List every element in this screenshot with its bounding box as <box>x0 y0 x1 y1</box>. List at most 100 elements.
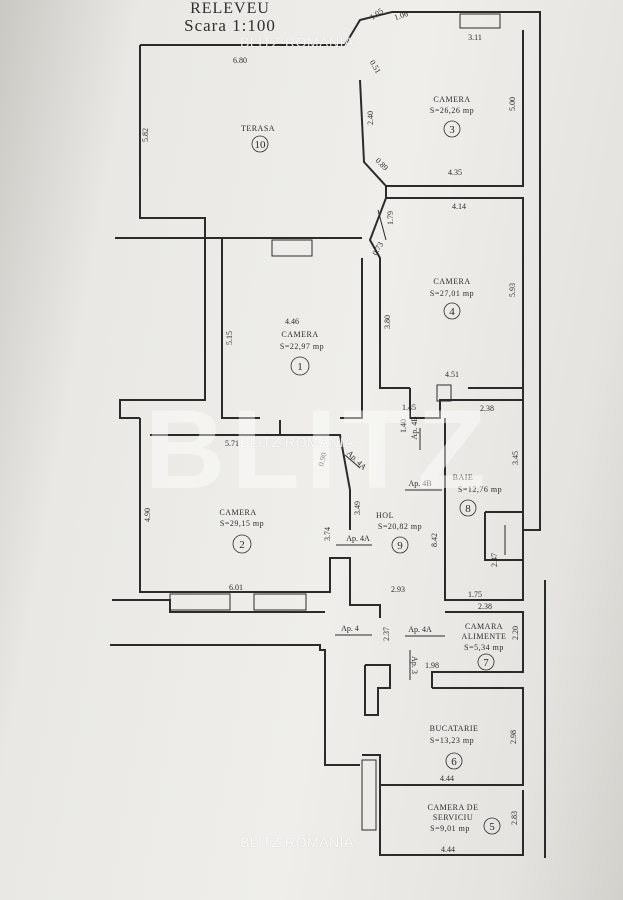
entrance-label-b: Ap. 4B <box>410 416 419 439</box>
room-number-circle-3 <box>443 120 461 138</box>
room-area-1: S=22,97 mp <box>280 342 324 351</box>
room-name-4: CAMERA <box>433 277 470 286</box>
room-number-8: 8 <box>465 503 471 515</box>
plan-scale: Scara 1:100 <box>184 16 276 35</box>
east-outer-wall <box>460 11 541 531</box>
serviciu-walls <box>379 785 524 856</box>
room-number-7: 7 <box>483 657 489 669</box>
dim-angled-4: 2.40 <box>366 111 375 125</box>
room4-east-wall <box>468 197 524 400</box>
arrow-a <box>344 454 361 469</box>
window-room3 <box>459 13 501 29</box>
dim-r4-side: 5.93 <box>508 283 517 297</box>
room-name-7-line2: ALIMENTE <box>462 632 507 641</box>
baie-north-wall <box>409 388 524 512</box>
room-name-10: TERASA <box>241 124 275 133</box>
dim-220: 2.20 <box>511 626 520 640</box>
room-area-5: S=9,01 mp <box>430 824 470 833</box>
dim-angled-1: 1.06 <box>393 9 409 22</box>
window-room2-a <box>169 593 231 611</box>
dim-198: 1.98 <box>425 661 439 670</box>
watermark-bottom: BLITZ ROMANIA <box>240 834 354 850</box>
bay-window-wall <box>344 11 460 46</box>
dim-r1-side: 5.15 <box>225 331 234 345</box>
watermark-middle: BLITZ ROMANIA <box>240 434 354 450</box>
room-number-circle-6 <box>445 752 463 770</box>
room-area-9: S=20,82 mp <box>378 522 422 531</box>
entrance-label-c: Ap. 4B <box>408 479 431 488</box>
dim-angled-3: 0.51 <box>368 58 383 75</box>
west-wing-wall <box>115 237 206 419</box>
baie-shaft <box>484 511 524 561</box>
room-number-1: 1 <box>297 361 303 373</box>
room-name-5-line1: CAMERA DE <box>428 803 479 812</box>
baie-west-wall <box>444 418 524 601</box>
dim-angled-6: 1.79 <box>386 211 395 225</box>
room-name-2: CAMERA <box>219 508 256 517</box>
entrance-arrows <box>335 428 445 680</box>
serviciu-entry-wall <box>362 754 381 805</box>
room-number-4: 4 <box>449 306 455 318</box>
dim-247: 2.47 <box>490 553 499 567</box>
room-name-1: CAMERA <box>281 330 318 339</box>
dim-terrace-top: 6.80 <box>233 56 247 65</box>
room-number-10: 10 <box>255 139 267 151</box>
room-number-6: 6 <box>451 756 457 768</box>
dim-angled-5: 0.89 <box>374 156 390 172</box>
dim-237: 2.37 <box>382 627 391 641</box>
room-area-6: S=13,23 mp <box>430 736 474 745</box>
room-area-4: S=27,01 mp <box>430 289 474 298</box>
dim-345: 3.45 <box>511 451 520 465</box>
room-number-3: 3 <box>449 124 455 136</box>
dim-293: 2.93 <box>391 585 405 594</box>
watermark-top: BLITZ ROMANIA <box>240 34 354 50</box>
room-name-3: CAMERA <box>433 95 470 104</box>
terrace-west-wall <box>139 45 223 258</box>
room-name-9: HOL <box>376 511 394 520</box>
dim-r1-bottom: 5.71 <box>225 439 239 448</box>
room-name-6: BUCATARIE <box>430 724 479 733</box>
bucatarie-walls <box>380 687 524 786</box>
dim-r4-top: 4.14 <box>452 202 466 211</box>
window-room2-b <box>253 593 307 611</box>
column-4-51 <box>436 384 452 402</box>
room-area-7: S=5,34 mp <box>464 643 504 652</box>
room-area-2: S=29,15 mp <box>220 519 264 528</box>
room4-west-wall <box>368 197 410 389</box>
dim-r1-top: 4.46 <box>285 317 299 326</box>
dim-374: 3.74 <box>323 527 332 541</box>
room-number-5: 5 <box>489 821 495 833</box>
entrance-label-g: Ap. 3 <box>410 656 419 674</box>
room3-west-wall <box>359 79 387 198</box>
dim-terrace-side: 5.82 <box>141 128 150 142</box>
dim-r3-width: 3.11 <box>468 33 482 42</box>
room-number-circle-7 <box>477 653 495 671</box>
dim-r3-height: 5.00 <box>508 97 517 111</box>
room-number-2: 2 <box>239 539 245 551</box>
hol-angled-wall <box>280 434 351 530</box>
room-area-8: S=12,76 mp <box>458 485 502 494</box>
room-number-9: 9 <box>397 540 403 552</box>
dim-angled-2: 1.05 <box>368 6 385 21</box>
dim-r4-bottom: 4.51 <box>445 370 459 379</box>
door-swing-r4 <box>377 209 387 241</box>
plan-title: RELEVEU <box>190 0 270 17</box>
room1-east-wall <box>340 258 363 419</box>
service-stair <box>361 759 377 831</box>
entrance-label-e: Ap. 4 <box>341 624 359 633</box>
dim-283: 2.83 <box>510 811 519 825</box>
dim-145: 1.45 <box>402 403 416 412</box>
dim-r2-bottom: 6.01 <box>229 583 243 592</box>
dim-349: 3.49 <box>353 501 362 515</box>
room1-west-wall <box>221 258 260 419</box>
dim-r2-side: 4.90 <box>143 508 152 522</box>
dim-298: 2.98 <box>509 730 518 744</box>
room-number-circle-9 <box>391 536 409 554</box>
dim-090: 0.90 <box>316 451 328 467</box>
room-number-circle-1 <box>290 356 310 376</box>
blitz-logo-watermark: BLITZ <box>144 387 492 512</box>
camara-walls <box>431 611 524 688</box>
room-name-5-line2: SERVICIU <box>433 813 473 822</box>
